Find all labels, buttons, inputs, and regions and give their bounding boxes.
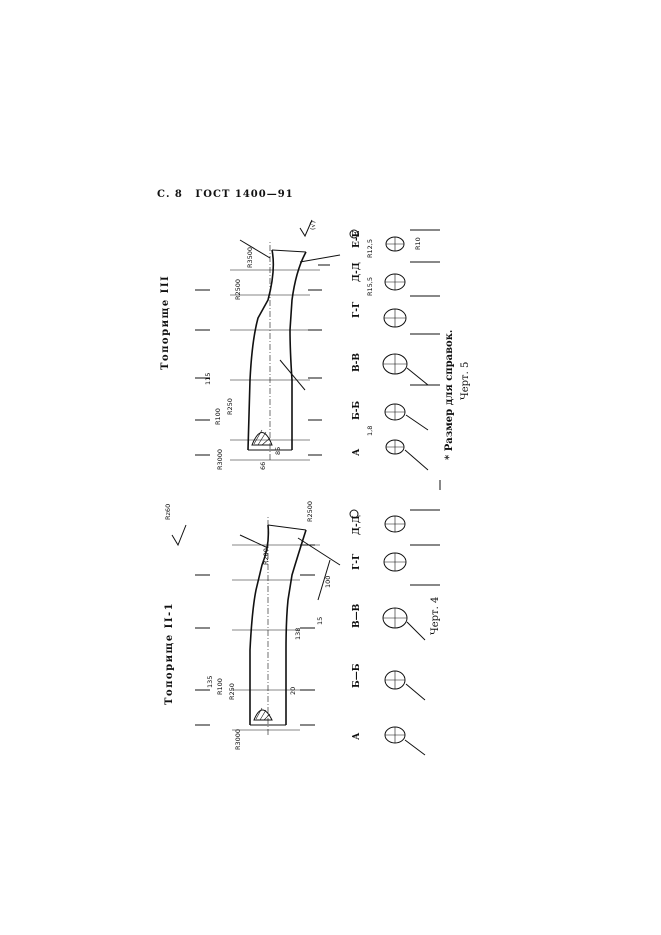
svg-text:(√): (√) xyxy=(309,221,317,230)
svg-text:R12,5: R12,5 xyxy=(366,239,374,258)
svg-text:R2500: R2500 xyxy=(234,279,242,300)
svg-text:Rz60: Rz60 xyxy=(164,504,172,520)
svg-text:R100: R100 xyxy=(214,408,222,425)
svg-text:R3500: R3500 xyxy=(246,247,254,268)
svg-text:R15,5: R15,5 xyxy=(366,277,374,296)
svg-text:135: 135 xyxy=(206,676,214,688)
figure4-sections xyxy=(349,509,440,756)
page-number: С. 8 xyxy=(157,189,183,200)
page-header: С. 8 ГОСТ 1400—91 xyxy=(157,189,294,200)
svg-text:85: 85 xyxy=(274,447,282,455)
svg-text:R2500: R2500 xyxy=(306,501,314,522)
figure4-handle: Rz60 R200 R100 R250 R2500 100 138 20 135… xyxy=(164,501,341,750)
svg-text:20: 20 xyxy=(289,687,297,695)
svg-text:138: 138 xyxy=(294,628,302,640)
svg-text:100: 100 xyxy=(324,576,332,588)
svg-text:R100: R100 xyxy=(216,678,224,695)
svg-text:R3000: R3000 xyxy=(216,449,224,470)
svg-text:15: 15 xyxy=(316,617,324,625)
svg-text:R250: R250 xyxy=(228,683,236,700)
figure5-handle: (√) R100 R250 R2500 R3000 R3500 115 66 8… xyxy=(195,219,341,470)
svg-text:R250: R250 xyxy=(226,398,234,415)
standard-number: ГОСТ 1400—91 xyxy=(195,189,294,200)
svg-text:R200: R200 xyxy=(262,548,270,565)
svg-text:66: 66 xyxy=(259,462,267,470)
svg-text:R3000: R3000 xyxy=(234,729,242,750)
svg-text:1,8: 1,8 xyxy=(366,426,374,436)
svg-text:R10: R10 xyxy=(414,237,422,250)
svg-text:115: 115 xyxy=(204,373,212,385)
figure5-sections: 1,8 R12,5 R15,5 R10 xyxy=(349,229,440,471)
